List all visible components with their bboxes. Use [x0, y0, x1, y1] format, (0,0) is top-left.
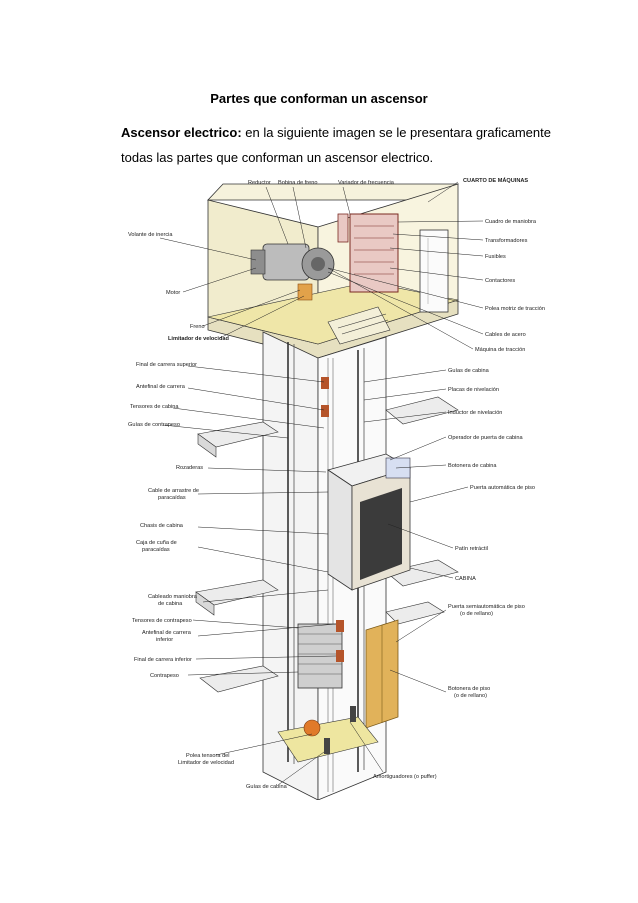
elevator-diagram: Reductor Bobina de freno Variador de fre… [128, 172, 564, 800]
label-cabina: CABINA [455, 576, 476, 582]
shaft [195, 331, 459, 800]
label-variador: Variador de frecuencia [338, 180, 395, 186]
machine-room [207, 183, 459, 359]
label-freno: Freno [190, 324, 205, 330]
label-cuadro: Cuadro de maniobra [485, 219, 537, 225]
label-puerta-semi-2: (o de rellano) [460, 611, 493, 617]
label-rozaderas: Rozaderas [176, 465, 203, 471]
diagram-labels: Reductor Bobina de freno Variador de fre… [128, 177, 545, 790]
label-caja-cuna-1: Caja de cuña de [136, 540, 177, 546]
label-volante: Volante de inercia [128, 232, 173, 238]
label-transformadores: Transformadores [485, 238, 528, 244]
label-antefinal-inf-1: Antefinal de carrera [142, 630, 192, 636]
label-botonera-piso-1: Botonera de piso [448, 686, 490, 692]
label-cable-arrastre-1: Cable de arrastre de [148, 488, 199, 494]
label-botonera-piso-2: (o de rellano) [454, 693, 487, 699]
label-polea-tensora-1: Polea tensora del [186, 753, 230, 759]
leader-lines [159, 181, 484, 786]
label-antefinal: Antefinal de carrera [136, 384, 186, 390]
label-fusibles: Fusibles [485, 254, 506, 260]
label-cuarto-maquinas: CUARTO DE MÁQUINAS [463, 177, 528, 184]
label-tensores-contrapeso: Tensores de contrapeso [132, 618, 192, 624]
label-bobina-freno: Bobina de freno [278, 180, 318, 186]
label-reductor: Reductor [248, 180, 271, 186]
label-tensores-cabina: Tensores de cabina [130, 404, 179, 410]
label-motor: Motor [166, 290, 180, 296]
label-cableado-1: Cableado maniobra [148, 594, 198, 600]
label-amortiguadores: Amortiguadores (o puffer) [373, 774, 437, 780]
label-antefinal-inf-2: inferior [156, 637, 173, 643]
label-puerta-semi-1: Puerta semiautomática de piso [448, 604, 525, 610]
intro-bold-label: Ascensor electrico: [121, 125, 242, 140]
label-guias-cabina-top: Guías de cabina [448, 368, 490, 374]
elevator-illustration: Reductor Bobina de freno Variador de fre… [128, 177, 545, 800]
label-final-superior: Final de carrera superior [136, 362, 197, 368]
label-polea-motriz: Polea motriz de tracción [485, 306, 545, 312]
intro-paragraph: Ascensor electrico: en la siguiente imag… [121, 120, 561, 170]
label-guias-cabina-bottom: Guías de cabina [246, 784, 288, 790]
label-cable-arrastre-2: paracaídas [158, 495, 186, 501]
label-inductor: Inductor de nivelación [448, 410, 502, 416]
label-caja-cuna-2: paracaídas [142, 547, 170, 553]
label-limitador: Limitador de velocidad [168, 336, 230, 342]
label-placas: Placas de nivelación [448, 387, 499, 393]
label-puerta-automatica: Puerta automática de piso [470, 485, 535, 491]
label-operador-puerta: Operador de puerta de cabina [448, 435, 524, 441]
label-maquina-traccion: Máquina de tracción [475, 347, 525, 353]
page-title: Partes que conforman un ascensor [210, 91, 428, 106]
label-chasis: Chasis de cabina [140, 523, 184, 529]
label-contrapeso: Contrapeso [150, 673, 179, 679]
label-polea-tensora-2: Limitador de velocidad [178, 760, 234, 766]
intro-text: en la siguiente imagen se le presentara … [121, 125, 551, 165]
label-contactores: Contactores [485, 278, 515, 284]
label-cables-acero: Cables de acero [485, 332, 526, 338]
label-final-inferior: Final de carrera inferior [134, 657, 192, 663]
label-patin: Patín retráctil [455, 546, 488, 552]
label-cableado-2: de cabina [158, 601, 183, 607]
label-guias-contrapeso: Guías de contrapeso [128, 422, 180, 428]
label-botonera-cabina: Botonera de cabina [448, 463, 497, 469]
